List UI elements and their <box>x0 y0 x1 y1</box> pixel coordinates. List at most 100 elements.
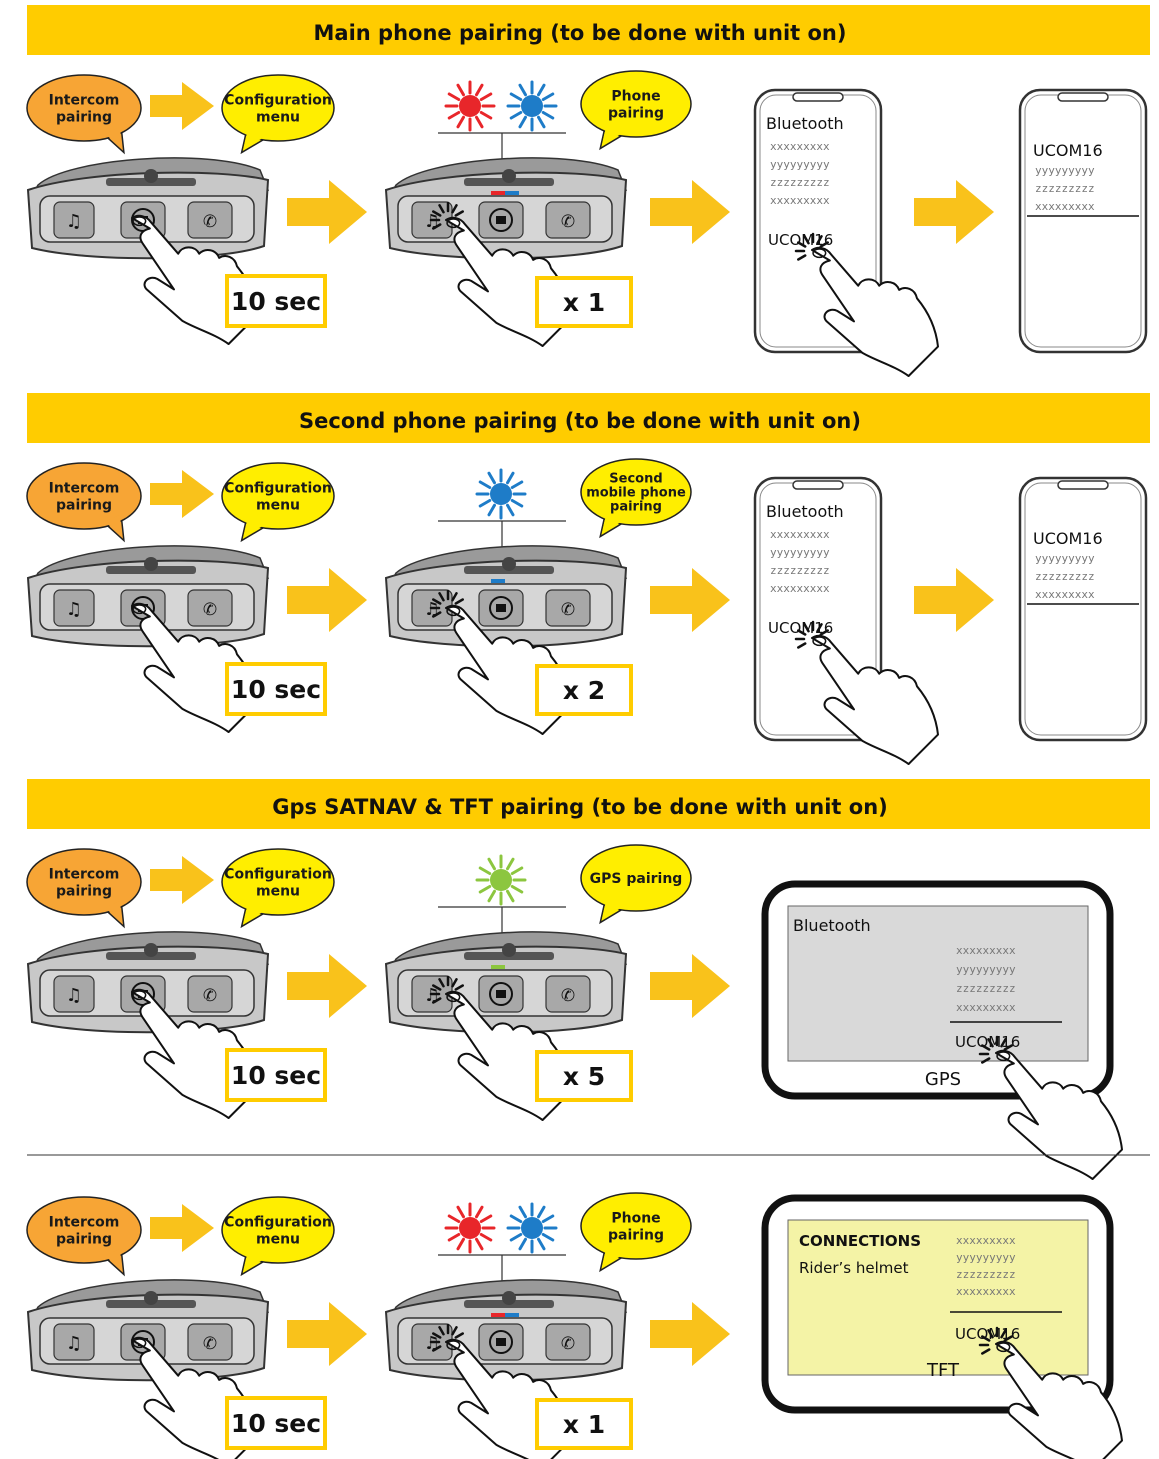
hold-duration-label: 10 sec <box>225 1396 327 1450</box>
device-list-item: yyyyyyyyy <box>1035 164 1095 177</box>
section-banner <box>27 5 1150 55</box>
phone-button <box>187 589 233 627</box>
device-list-item: yyyyyyyyy <box>956 963 1016 976</box>
music-note-icon: ♫ <box>66 599 82 620</box>
intercom-icon <box>489 982 513 1006</box>
phone-button <box>187 1323 233 1361</box>
press-flash-icon <box>429 589 464 618</box>
phone-notch <box>792 92 844 102</box>
right-arrow-icon <box>150 82 214 130</box>
intercom-device: ♫✆ <box>26 157 270 260</box>
bubble-label: menu <box>256 883 300 899</box>
blue-led-icon <box>506 1202 558 1254</box>
phone-icon: ✆ <box>561 212 575 232</box>
pairing-section-3: Gps SATNAV & TFT pairing (to be done wit… <box>26 779 1150 1180</box>
phone-notch <box>1057 92 1109 102</box>
paired-device-name: UCOM16 <box>1033 529 1103 548</box>
label-text: 10 sec <box>231 675 321 704</box>
press-flash-icon <box>429 1323 464 1352</box>
device-list-item: yyyyyyyyy <box>770 158 830 171</box>
led-strip <box>491 1313 505 1317</box>
gps-display: Bluetoothxxxxxxxxxyyyyyyyyyzzzzzzzzzxxxx… <box>761 880 1114 1100</box>
device-name: UCOM16 <box>955 1033 1020 1051</box>
bubble-label: menu <box>256 497 300 513</box>
device-list-item: xxxxxxxxx <box>770 582 830 595</box>
intercom-icon <box>489 208 513 232</box>
intercom-device: ♫✆ <box>384 157 628 260</box>
phone-notch <box>1057 480 1109 490</box>
device-list-item: xxxxxxxxx <box>770 528 830 541</box>
bluetooth-header: Bluetooth <box>793 916 871 935</box>
hold-duration-label: 10 sec <box>225 1048 327 1102</box>
phone-button <box>545 1323 591 1361</box>
bubble-label: Intercom <box>49 1214 120 1230</box>
hold-duration-label: 10 sec <box>225 662 327 716</box>
device-list-item: xxxxxxxxx <box>770 194 830 207</box>
device-list-item: xxxxxxxxx <box>956 1285 1016 1298</box>
music-note-icon: ♫ <box>66 1333 82 1354</box>
label-text: 10 sec <box>231 1061 321 1090</box>
music-button <box>53 589 95 627</box>
device-list-item: zzzzzzzzz <box>956 1268 1016 1281</box>
bubble-label: pairing <box>608 1227 664 1243</box>
phone-icon: ✆ <box>203 986 217 1006</box>
music-button <box>53 201 95 239</box>
right-arrow-icon <box>287 954 367 1018</box>
right-arrow-icon <box>150 470 214 518</box>
bubble-label: Second <box>609 472 662 487</box>
bubble-label: Intercom <box>49 866 120 882</box>
led-strip <box>491 579 505 583</box>
device-list-item: xxxxxxxxx <box>956 1001 1016 1014</box>
led-strip <box>505 1313 519 1317</box>
display-caption: GPS <box>925 1069 961 1090</box>
device-list-item: yyyyyyyyy <box>956 1251 1016 1264</box>
bubble-label: Configuration <box>224 1214 332 1230</box>
device-list-item: yyyyyyyyy <box>1035 552 1095 565</box>
bluetooth-header: Bluetooth <box>766 114 844 133</box>
speech-bubble: GPS pairing <box>580 844 692 925</box>
label-text: x 5 <box>563 1062 605 1091</box>
bubble-label: GPS pairing <box>590 871 683 887</box>
pointing-hand-icon <box>811 246 939 377</box>
led-strip <box>491 965 505 969</box>
green-led-icon <box>475 854 527 906</box>
phone-button <box>187 201 233 239</box>
right-arrow-icon <box>650 954 730 1018</box>
phone-button <box>545 201 591 239</box>
label-text: x 1 <box>563 1410 605 1439</box>
device-list-item: zzzzzzzzz <box>770 176 830 189</box>
bubble-label: Intercom <box>49 92 120 108</box>
phone-icon: ✆ <box>203 212 217 232</box>
music-note-icon: ♫ <box>66 985 82 1006</box>
music-note-icon: ♫ <box>66 211 82 232</box>
red-led-icon <box>444 1202 496 1254</box>
display-caption: TFT <box>926 1360 960 1381</box>
bubble-label: pairing <box>56 497 112 513</box>
right-arrow-icon <box>650 180 730 244</box>
bubble-label: menu <box>256 1231 300 1247</box>
press-flash-icon <box>978 1035 1013 1064</box>
intercom-device: ♫✆ <box>384 545 628 648</box>
right-arrow-icon <box>287 568 367 632</box>
section-banner <box>27 779 1150 829</box>
pointing-hand-icon <box>811 634 939 765</box>
led-strip <box>505 191 519 195</box>
phone-button <box>187 975 233 1013</box>
press-count-label: x 2 <box>535 664 633 716</box>
bubble-label: Intercom <box>49 480 120 496</box>
right-arrow-icon <box>287 180 367 244</box>
music-button <box>53 1323 95 1361</box>
device-list-item: xxxxxxxxx <box>956 944 1016 957</box>
press-flash-icon <box>978 1326 1013 1355</box>
music-button <box>53 975 95 1013</box>
display-screen <box>787 905 1089 1062</box>
label-text: 10 sec <box>231 287 321 316</box>
bubble-label: Configuration <box>224 92 332 108</box>
device-name: UCOM16 <box>768 619 833 637</box>
right-arrow-icon <box>287 1302 367 1366</box>
